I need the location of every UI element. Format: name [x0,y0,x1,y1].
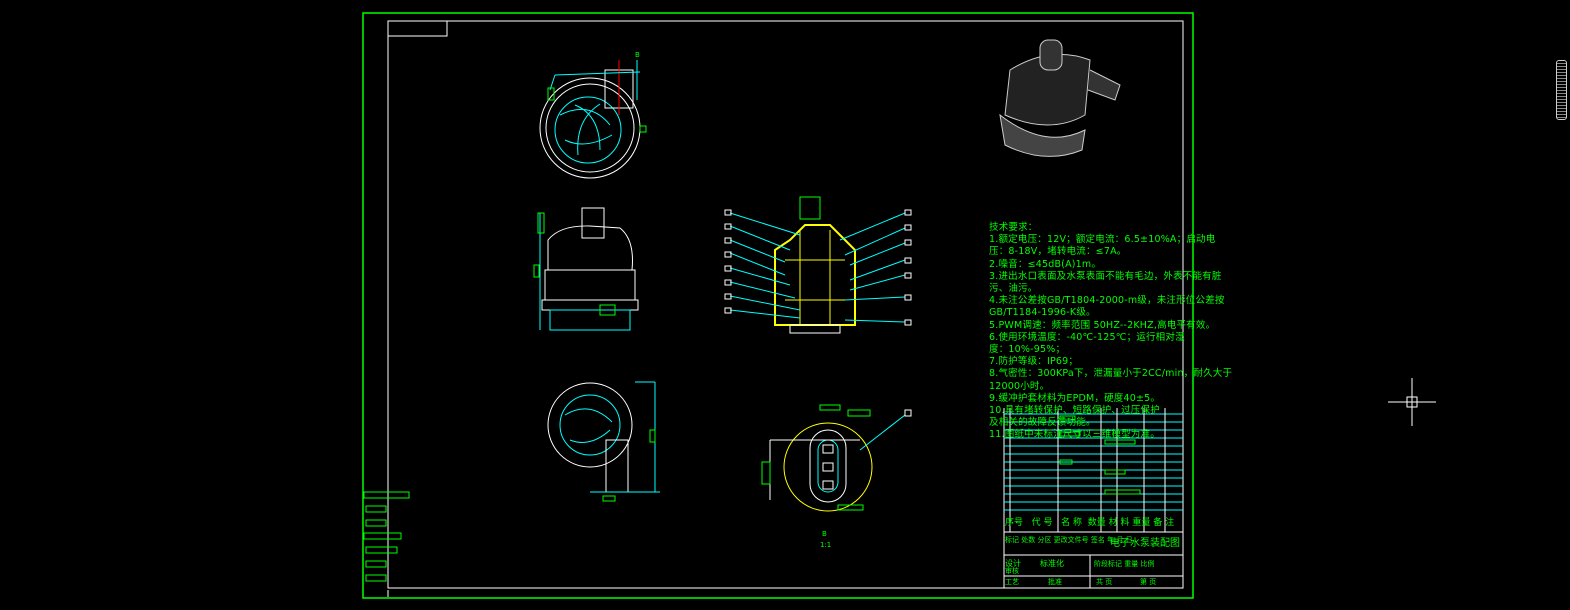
bom-header-qty: 数量 [1087,518,1106,528]
binding-margin-boxes [363,491,410,582]
connector-detail-view [761,404,912,512]
tech-req-line: 11.图纸中未标注尺寸以三维模型为准。 [989,429,1160,441]
tech-req-line: 压：8-18V，堵转电流：≤7A。 [989,246,1127,258]
bom-header-name: 名 称 [1061,518,1082,528]
pump-isometric-render [999,39,1121,157]
tech-req-line: 12000小时。 [989,380,1050,392]
tech-req-line: 技术要求： [989,222,1038,233]
bom-header-row: 序号 代 号 名 称 数量 材 料 重量 备 注 [1005,518,1175,529]
tech-req-line: 度：10%-95%； [989,344,1066,356]
pump-bottom-view [547,381,660,502]
drawing-title: 电子水泵装配图 [1110,538,1180,549]
stage-mark-label: 阶段标记 重量 比例 [1094,560,1155,568]
tech-req-line: 污、油污。 [989,283,1038,295]
bom-header-code: 代 号 [1031,518,1053,528]
bom-header-no: 序号 [1005,518,1024,528]
bom-header-material: 材 料 [1108,518,1130,528]
bom-header-remark: 备 注 [1153,518,1175,528]
tech-req-line: 7.防护等级：IP69； [989,356,1079,368]
tech-req-line: 10.具有堵转保护、短路保护、过压保护 [989,405,1160,417]
review-label: 审核 [1005,567,1019,575]
technical-requirements: 技术要求： 1.额定电压：12V；额定电流：6.5±10%A；启动电 压：8-1… [989,222,1232,442]
tech-req-line: 4.未注公差按GB/T1804-2000-m级，未注形位公差按 [989,295,1225,307]
section-label-bottom: B [822,530,827,538]
corner-code-box [387,20,448,37]
design-label: 设计 [1005,559,1021,568]
title-block [1003,408,1183,588]
outer-frame [362,12,1194,599]
tech-req-line: 9.缓冲护套材料为EPDM，硬度40±5。 [989,392,1161,404]
tech-req-line: 6.使用环境温度：-40℃-125℃；运行相对湿 [989,331,1185,343]
approve-label: 批准 [1048,578,1062,586]
tech-req-line: 5.PWM调速：频率范围 50HZ--2KHZ,高电平有效。 [989,319,1216,331]
tech-req-line: GB/T1184-1996-K级。 [989,307,1096,319]
bom-header-weight: 重量 [1132,518,1151,528]
tech-req-line: 8.气密性：300KPa下，泄漏量小于2CC/min，耐久大于 [989,368,1233,380]
standardization-label: 标准化 [1040,559,1064,568]
pump-top-view [539,60,647,179]
process-label: 工艺 [1005,578,1019,586]
pump-section-view [724,196,912,334]
change-row: 标记 处数 分区 更改文件号 签名 年.月.日 [1005,536,1133,544]
section-label-top: B [635,51,640,59]
crosshair-cursor [1388,378,1436,426]
pump-front-view [533,207,639,331]
vertical-scrollbar[interactable] [1556,60,1567,120]
scale-label: 1:1 [820,541,831,549]
tech-req-line: 及相关的故障反馈功能。 [989,417,1096,429]
sheet-number: 第 页 [1140,578,1157,586]
sheet-count: 共 页 [1096,578,1113,586]
inner-border [387,20,1184,589]
tech-req-line: 2.噪音：≤45dB(A)1m。 [989,258,1102,270]
tech-req-line: 3.进出水口表面及水泵表面不能有毛边，外表不能有脏 [989,270,1222,282]
tech-req-line: 1.额定电压：12V；额定电流：6.5±10%A；启动电 [989,234,1216,246]
